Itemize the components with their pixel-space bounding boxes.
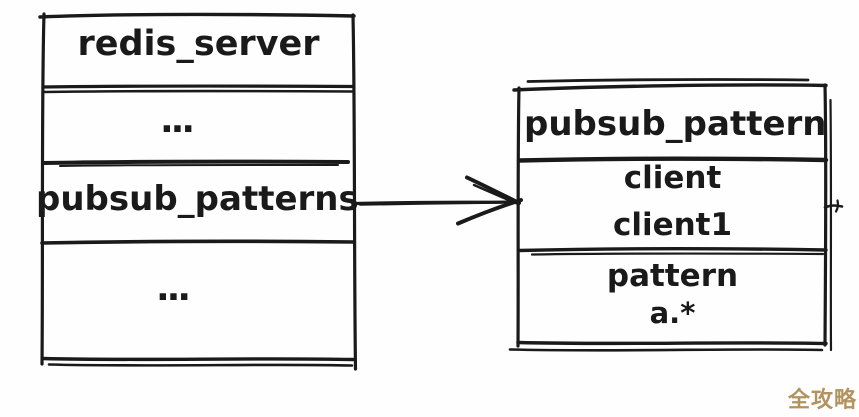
left-divider2-stroke1 [41,159,350,165]
watermark-text: 全攻略 [787,388,857,413]
left-box-top [38,12,356,19]
right-box-right-edge-stroke1 [823,83,828,347]
right-divider1 [516,156,829,163]
arrow-shaft-overstroke [359,202,503,206]
left-box-bottom-stroke1 [41,356,355,362]
right-divider2-stroke2 [530,252,825,256]
arrow-head-lower [456,198,523,226]
right-edge-tick-hook [834,199,839,213]
right-edge-tick [823,204,844,209]
left-table-title: redis_server [77,24,320,64]
right-table-pattern-field: pattern [606,258,739,294]
left-box-left-edge [40,12,46,366]
arrow-head-upper [465,175,521,205]
right-table-title: pubsub_pattern [524,104,827,144]
right-box-bottom-stroke1 [516,340,828,346]
left-divider1-stroke2 [42,89,354,94]
right-box-left-edge [516,86,521,348]
right-box-top-stroke1 [512,83,828,92]
right-box-top-stroke2 [526,78,810,83]
left-divider3 [40,239,356,245]
left-divider2-stroke2 [59,163,339,167]
left-divider1-stroke1 [41,84,355,89]
left-table-ellipsis-top: ... [159,100,195,141]
right-box-right-edge-stroke2 [829,98,833,352]
right-divider2-stroke1 [517,247,828,253]
right-table-client-field: client [623,160,722,196]
left-box-bottom-stroke2 [47,363,354,367]
left-table-field-pubsub-patterns: pubsub_patterns [36,179,359,219]
right-table-pattern-value: a.* [649,296,696,330]
left-table-ellipsis-bottom: ... [155,268,191,309]
arrow-shaft [354,200,520,206]
left-box-right-edge [351,13,358,371]
right-box-bottom-stroke2 [508,348,824,352]
right-table-client-value: client1 [612,207,733,243]
